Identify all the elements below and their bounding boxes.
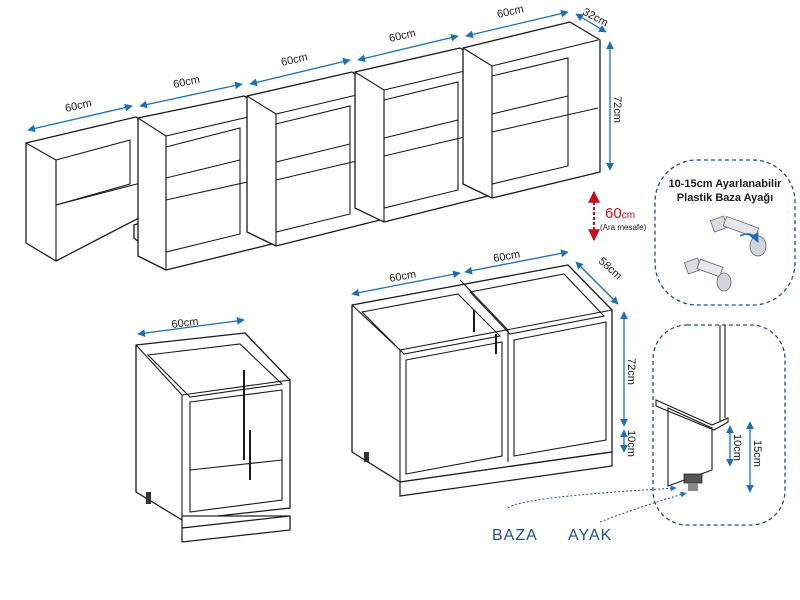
- upper-cabinet-row: 60cm 60cm 60cm 60cm 60cm 32cm 72cm: [25, 3, 623, 271]
- upper-cabinet-3: [246, 71, 381, 247]
- dim-line-upper-2: [139, 81, 243, 109]
- detail-frame: [652, 324, 786, 526]
- upper-width-label-4: 60cm: [388, 27, 417, 45]
- dim-line-double-width-2: [464, 249, 569, 275]
- single-base-cabinet: 60cm: [135, 316, 291, 543]
- plinth-leg-detail: 10cm 15cm: [652, 324, 786, 526]
- double-base-cabinet: 60cm 60cm 58cm 72cm 10cm: [351, 248, 637, 497]
- dim-line-upper-4: [357, 33, 459, 63]
- leg-info-line2: Plastik Baza Ayağı: [677, 192, 773, 204]
- gap-note: (Ara mesafe): [600, 223, 647, 232]
- upper-width-label-1: 60cm: [64, 97, 93, 115]
- upper-height-label: 72cm: [611, 96, 623, 123]
- upper-cabinet-2: [137, 95, 273, 271]
- detail-plinth-label: 10cm: [731, 434, 743, 461]
- adjustable-leg-image-2: [683, 257, 732, 292]
- double-base-plinth-label: 10cm: [625, 430, 637, 457]
- dim-line-double-depth: [575, 261, 619, 305]
- leg-info-line1: 10-15cm Ayarlanabilir: [669, 178, 783, 190]
- baza-label: BAZA: [492, 527, 538, 544]
- upper-width-label-5: 60cm: [496, 3, 525, 21]
- adjustable-leg-image-1: [709, 215, 767, 257]
- double-base-width-label-1: 60cm: [388, 268, 417, 284]
- baza-pointer: [507, 485, 677, 509]
- double-base-depth-label: 58cm: [596, 255, 624, 282]
- dim-line-single-base-width: [137, 317, 245, 337]
- upper-cabinet-5: [462, 21, 601, 199]
- gap-value: 60cm: [605, 205, 635, 222]
- single-base-width-label: 60cm: [171, 316, 199, 331]
- dim-line-upper-1: [27, 103, 133, 133]
- upper-width-label-3: 60cm: [280, 51, 309, 69]
- dim-line-upper-3: [249, 57, 351, 87]
- double-base-height-label: 72cm: [625, 358, 637, 385]
- dim-line-double-width-1: [351, 270, 461, 297]
- double-base-width-label-2: 60cm: [492, 248, 521, 264]
- upper-width-label-2: 60cm: [172, 74, 201, 91]
- leg-info-box: 10-15cm Ayarlanabilir Plastik Baza Ayağı: [654, 159, 796, 306]
- gap-dimension: 60cm (Ara mesafe): [588, 190, 647, 242]
- dim-line-upper-5: [465, 9, 569, 39]
- dim-line-upper-depth: [575, 13, 607, 33]
- detail-leg-label: 15cm: [751, 440, 763, 467]
- callouts: BAZA AYAK: [492, 485, 687, 544]
- upper-width-dimensions: 60cm 60cm 60cm 60cm 60cm: [27, 3, 569, 133]
- ayak-label: AYAK: [568, 527, 612, 544]
